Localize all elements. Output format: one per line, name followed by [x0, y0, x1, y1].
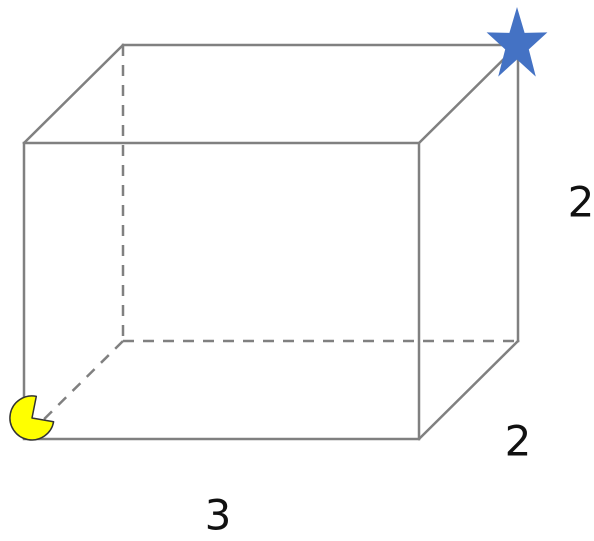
- pacman-icon: [9, 395, 55, 441]
- edge-top-right-depth: [417, 43, 520, 145]
- hidden-edge-bottom-depth: [23, 340, 124, 440]
- hidden-edges: [23, 45, 518, 440]
- front-face: [22, 141, 421, 441]
- width-label: 3: [205, 491, 232, 540]
- edge-top-left-depth: [22, 43, 125, 145]
- depth-label: 2: [505, 417, 532, 466]
- visible-edges: [22, 43, 520, 441]
- star-icon: [486, 7, 548, 77]
- height-label: 2: [568, 178, 594, 227]
- edge-bottom-right-depth: [417, 339, 520, 441]
